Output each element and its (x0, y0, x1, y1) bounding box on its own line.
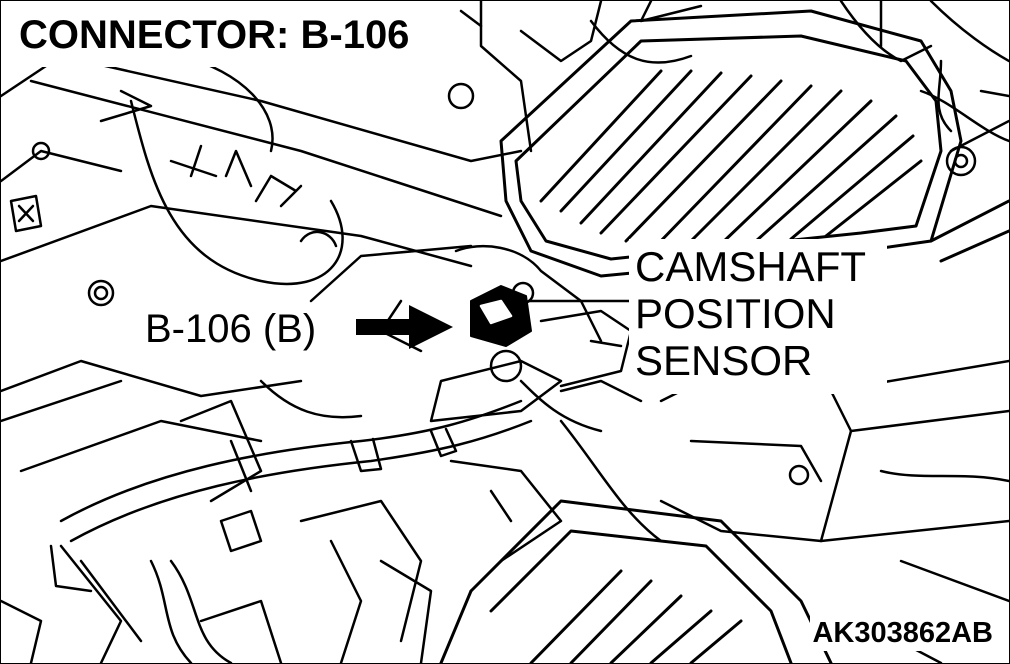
sensor-assembly (379, 244, 643, 433)
page-title: CONNECTOR: B-106 (1, 1, 432, 67)
air-cleaner-box (499, 9, 1009, 278)
pointer-arrow (356, 305, 453, 349)
lower-box (439, 499, 833, 663)
sensor-callout: CAMSHAFT POSITION SENSOR (629, 239, 887, 395)
lower-left-details (1, 379, 363, 663)
connector-callout: B-106 (B) (139, 307, 323, 351)
intake-duct (659, 359, 1009, 663)
cylinder-head-cover (1, 54, 523, 473)
wiring-harness (49, 399, 663, 663)
figure-id: AK303862AB (810, 616, 995, 651)
